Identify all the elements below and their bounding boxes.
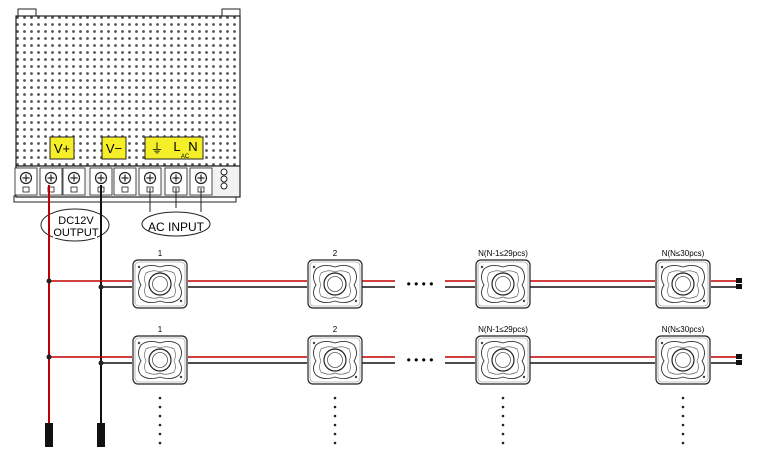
continuation-dot — [333, 414, 337, 418]
led-module-label: 1 — [158, 249, 163, 258]
continuation-dot — [158, 432, 162, 436]
ac-input-label: AC INPUT — [148, 220, 205, 234]
continuation-dot — [501, 441, 505, 445]
terminal-screw-icon — [94, 171, 108, 185]
led-module-label: 2 — [333, 325, 338, 334]
continuation-dot — [501, 432, 505, 436]
power-supply: V+ V− ⏚ L N AC — [13, 8, 241, 203]
terminal-screw-icon — [169, 171, 183, 185]
terminal-ac-sublabel: AC — [181, 154, 190, 160]
junction-dot — [98, 360, 104, 366]
terminal-clamp — [121, 186, 129, 193]
led-module — [475, 259, 531, 309]
led-module-label: N(N≤30pcs) — [662, 325, 705, 334]
end-connector-positive — [736, 354, 742, 359]
terminal-clamp — [22, 186, 30, 193]
continuation-dot — [681, 432, 685, 436]
led-module — [307, 259, 363, 309]
junction-dot — [98, 284, 104, 290]
terminal-vplus-badge — [49, 136, 75, 160]
dc-output-label-line1: DC12V — [58, 215, 94, 227]
continuation-dot — [158, 405, 162, 409]
end-connector-negative — [736, 360, 742, 365]
led-string-row: • • • • 1 2 N(N-1≤29pcs) N(N≤30pcs) — [46, 249, 742, 309]
terminal-screw-icon — [67, 171, 81, 185]
led-module-label: 2 — [333, 249, 338, 258]
gap-dots: • • • • — [407, 277, 434, 291]
end-connector-positive — [736, 278, 742, 283]
continuation-dot — [501, 414, 505, 418]
continuation-dot — [158, 441, 162, 445]
terminal-vminus-badge — [101, 136, 127, 160]
led-module-label: N(N-1≤29pcs) — [478, 325, 528, 334]
continuation-dot — [681, 396, 685, 400]
negative-plug — [97, 423, 105, 447]
dc-output-label-line2: OUTPUT — [53, 227, 99, 239]
led-module-label: N(N≤30pcs) — [662, 249, 705, 258]
led-module-label: 1 — [158, 325, 163, 334]
led-module — [655, 259, 711, 309]
continuation-dot — [333, 432, 337, 436]
terminal-screw-icon — [194, 171, 208, 185]
continuation-dot — [681, 423, 685, 427]
continuation-dot — [681, 405, 685, 409]
continuation-dot — [333, 405, 337, 409]
terminal-vplus-label: V+ — [54, 141, 70, 156]
continuation-dots — [158, 396, 685, 445]
continuation-dot — [333, 441, 337, 445]
ac-input-callout — [141, 211, 211, 237]
led-string-row: • • • • 1 2 N(N-1≤29pcs) N(N≤30pcs) — [46, 325, 742, 385]
continuation-dot — [158, 396, 162, 400]
continuation-dot — [501, 423, 505, 427]
terminal-screw-icon — [19, 171, 33, 185]
led-module-label: N(N-1≤29pcs) — [478, 249, 528, 258]
gap-dots: • • • • — [407, 353, 434, 367]
continuation-dot — [158, 414, 162, 418]
continuation-dot — [681, 414, 685, 418]
led-module — [655, 335, 711, 385]
ac-input-leads — [149, 188, 202, 212]
continuation-dot — [158, 423, 162, 427]
terminal-l-label: L — [173, 139, 180, 154]
terminal-clamp — [70, 186, 78, 193]
terminal-n-label: N — [188, 139, 197, 154]
continuation-dot — [333, 423, 337, 427]
terminal-screw-icon — [143, 171, 157, 185]
ground-terminal-label: ⏚ — [150, 141, 163, 156]
terminal-ac-badge — [144, 136, 204, 160]
terminal-screw-icon — [118, 171, 132, 185]
continuation-dot — [681, 441, 685, 445]
led-module — [132, 335, 188, 385]
terminal-vminus-label: V− — [106, 141, 122, 156]
positive-plug — [45, 423, 53, 447]
junction-dot — [46, 354, 52, 360]
terminal-screw-icon — [44, 171, 58, 185]
end-connector-negative — [736, 284, 742, 289]
adjust-pot-icon — [220, 168, 228, 190]
led-module — [307, 335, 363, 385]
continuation-dot — [501, 405, 505, 409]
led-module — [475, 335, 531, 385]
continuation-dot — [333, 396, 337, 400]
continuation-dot — [501, 396, 505, 400]
led-module — [132, 259, 188, 309]
junction-dot — [46, 278, 52, 284]
